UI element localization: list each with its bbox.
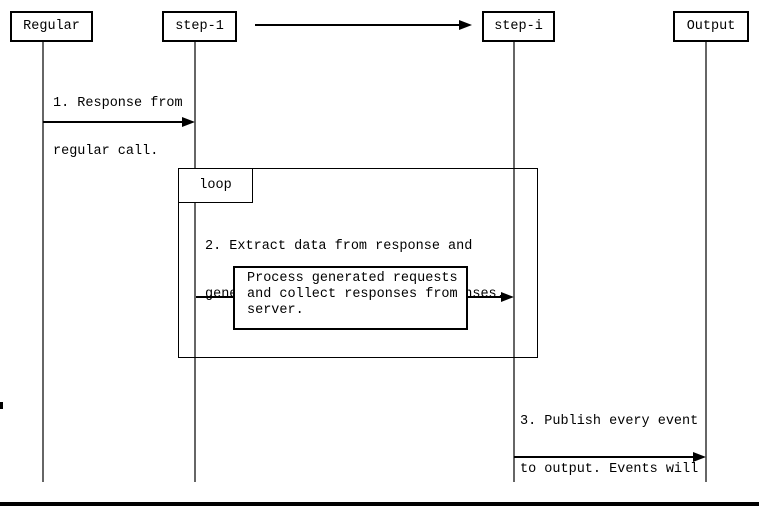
lifeline-step-i — [513, 42, 515, 482]
message-3-line-2: to output. Events will — [520, 462, 699, 477]
process-box-line-2: and collect responses from — [247, 287, 458, 302]
loop-label: loop — [178, 168, 253, 203]
actor-box-output: Output — [673, 11, 749, 42]
arrow-step1-to-stepi-head — [459, 20, 472, 30]
actor-label-output: Output — [686, 18, 736, 34]
message-1-arrow-head — [182, 117, 195, 127]
lifeline-regular — [42, 42, 44, 482]
message-3-line-1: 3. Publish every event — [520, 414, 699, 429]
message-3-text: 3. Publish every event to output. Events… — [520, 382, 706, 508]
message-3-arrow-line — [514, 456, 693, 458]
message-1-line-2: regular call. — [53, 144, 159, 159]
left-edge-mark — [0, 402, 3, 409]
process-to-stepi-arrow-line — [468, 296, 501, 298]
loop-frame — [178, 168, 538, 358]
process-box-connector-line — [196, 296, 233, 298]
message-2-line-1: 2. Extract data from response and — [205, 239, 473, 254]
message-1-text: 1. Response from regular call. — [53, 64, 183, 192]
process-box: Process generated requests and collect r… — [233, 266, 468, 330]
actor-label-step-1: step-1 — [175, 18, 224, 34]
message-1-arrow-line — [43, 121, 182, 123]
actor-label-regular: Regular — [23, 18, 80, 34]
process-box-line-3: server. — [247, 303, 304, 318]
actor-box-step-i: step-i — [482, 11, 555, 42]
lifeline-step-1 — [194, 42, 196, 482]
lifeline-output — [705, 42, 707, 482]
arrow-step1-to-stepi-line — [255, 24, 459, 26]
message-1-line-1: 1. Response from — [53, 96, 183, 111]
actor-box-step-1: step-1 — [162, 11, 237, 42]
actor-box-regular: Regular — [10, 11, 93, 42]
process-box-line-1: Process generated requests — [247, 271, 458, 286]
process-to-stepi-arrow-head — [501, 292, 514, 302]
actor-label-step-i: step-i — [494, 18, 543, 34]
message-3-arrow-head — [693, 452, 706, 462]
window-bottom-border — [0, 502, 759, 506]
loop-label-text: loop — [199, 177, 232, 193]
